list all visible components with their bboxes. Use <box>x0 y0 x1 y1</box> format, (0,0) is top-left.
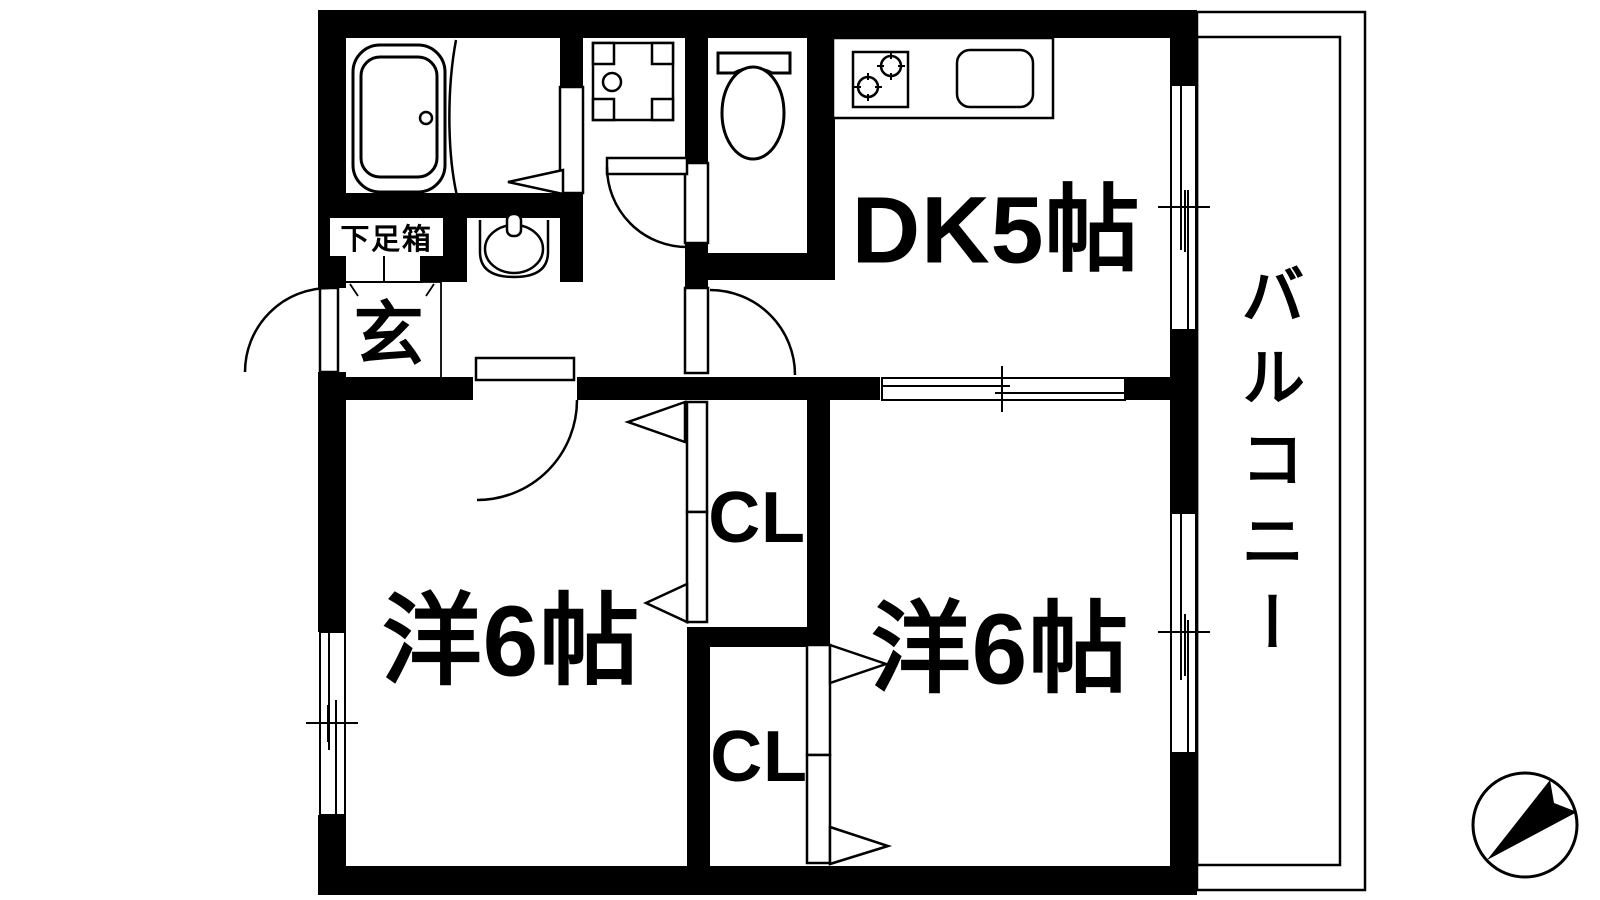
wall-bathroom-bottom <box>318 193 560 218</box>
closet-upper-doors <box>624 400 709 624</box>
bedroom-left-door <box>474 356 579 502</box>
wall-bottom <box>318 866 1197 895</box>
closet-lower-doors <box>805 643 893 866</box>
wall-basin-left <box>443 218 467 282</box>
wall-hall-left <box>318 377 473 400</box>
wall-toilet-left-lower <box>685 243 708 288</box>
room-label-dk: DK5帖 <box>851 177 1141 284</box>
fixtures <box>344 36 1579 879</box>
wall-toilet-bottom <box>708 253 835 280</box>
wall-toilet-left-upper <box>685 38 708 163</box>
walls <box>318 10 1197 895</box>
wall-closet-lower-left <box>687 627 710 866</box>
room-label-closet-upper: CL <box>708 478 806 558</box>
kitchen-sink-icon <box>955 48 1035 109</box>
wall-top <box>318 10 1197 38</box>
entrance-door <box>243 286 340 374</box>
wall-shoebox-right <box>420 253 445 282</box>
window-bedroom-right-east <box>1158 512 1210 754</box>
wall-bathroom-right-lower <box>560 193 583 282</box>
room-label-bedroom-right: 洋6帖 <box>870 593 1130 706</box>
room-label-entrance: 玄 <box>353 295 425 374</box>
doors <box>243 85 893 866</box>
balcony-inner-rail <box>1195 35 1342 867</box>
wall-bathroom-right-upper <box>560 38 583 87</box>
entrance-step-lines <box>345 281 442 377</box>
washing-machine-pan-icon <box>591 41 675 122</box>
balcony-railing <box>1195 10 1367 892</box>
north-arrow-icon <box>1471 771 1579 879</box>
washbasin-icon <box>478 212 550 279</box>
wall-hall-right <box>577 377 880 400</box>
wall-closet-upper-bottom <box>687 627 830 647</box>
shoe-cabinet-label: 下足箱 <box>330 218 443 256</box>
room-label-closet-lower: CL <box>710 717 808 797</box>
room-label-bedroom-left: 洋6帖 <box>381 585 641 698</box>
bathroom-door <box>507 85 585 196</box>
room-label-balcony: バルコニー <box>1232 262 1304 672</box>
wall-left-middle <box>318 372 346 632</box>
wall-closet-upper-right <box>807 400 830 632</box>
toilet-door <box>605 156 710 249</box>
bathtub-icon <box>351 39 459 197</box>
dk-door <box>683 286 797 376</box>
toilet-icon <box>716 51 792 161</box>
wall-right-seg1 <box>1170 10 1197 85</box>
wall-right-seg2 <box>1170 330 1197 513</box>
kitchen-counter-icon <box>831 36 1055 120</box>
wall-hall-far-right <box>1125 377 1170 400</box>
window-bedroom-left-west <box>306 631 358 816</box>
wall-toilet-right <box>807 38 835 280</box>
windows <box>306 84 1210 816</box>
wall-right-seg3 <box>1170 753 1197 866</box>
window-dk-bedroom-divider <box>881 366 1126 412</box>
window-dk-east <box>1158 84 1210 331</box>
